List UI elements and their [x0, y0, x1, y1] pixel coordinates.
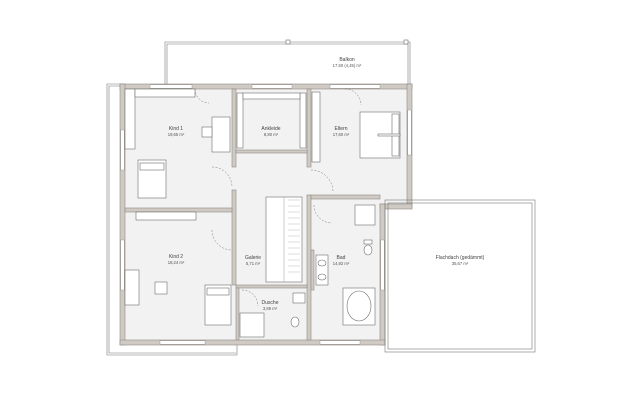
stair	[265, 196, 303, 283]
room-area-flachdach: 35,67 m²	[452, 261, 469, 266]
room-area-kind2: 18,24 m²	[168, 260, 185, 265]
room-area-bad: 14,92 m²	[333, 261, 350, 266]
flat-roof	[384, 199, 536, 353]
room-name-flachdach: Flachdach (gedämmt)	[436, 255, 485, 261]
room-name-eltern: Eltern	[334, 126, 347, 132]
room-area-galerie: 5,71 m²	[246, 261, 261, 266]
room-name-balkon: Balkon	[339, 57, 355, 63]
room-name-galerie: Galerie	[245, 255, 261, 261]
room-area-kind1: 19,65 m²	[168, 132, 185, 137]
balcony-outline	[164, 39, 411, 84]
room-name-bad: Bad	[337, 255, 346, 261]
room-area-ankleide: 8,80 m²	[264, 132, 279, 137]
furniture	[124, 88, 401, 338]
room-name-kind1: Kind 1	[169, 126, 183, 132]
room-area-eltern: 17,60 m²	[333, 132, 350, 137]
room-name-kind2: Kind 2	[169, 254, 183, 260]
terrace-outline	[106, 83, 238, 356]
room-name-dusche: Dusche	[262, 300, 279, 306]
room-area-dusche: 3,89 m²	[263, 306, 278, 311]
room-name-ankleide: Ankleide	[261, 126, 280, 132]
room-labels: Balkon 17,50 (4,45) m² Kind 1 19,65 m² A…	[168, 57, 485, 311]
windows	[120, 84, 412, 345]
room-area-balkon: 17,50 (4,45) m²	[333, 63, 362, 68]
